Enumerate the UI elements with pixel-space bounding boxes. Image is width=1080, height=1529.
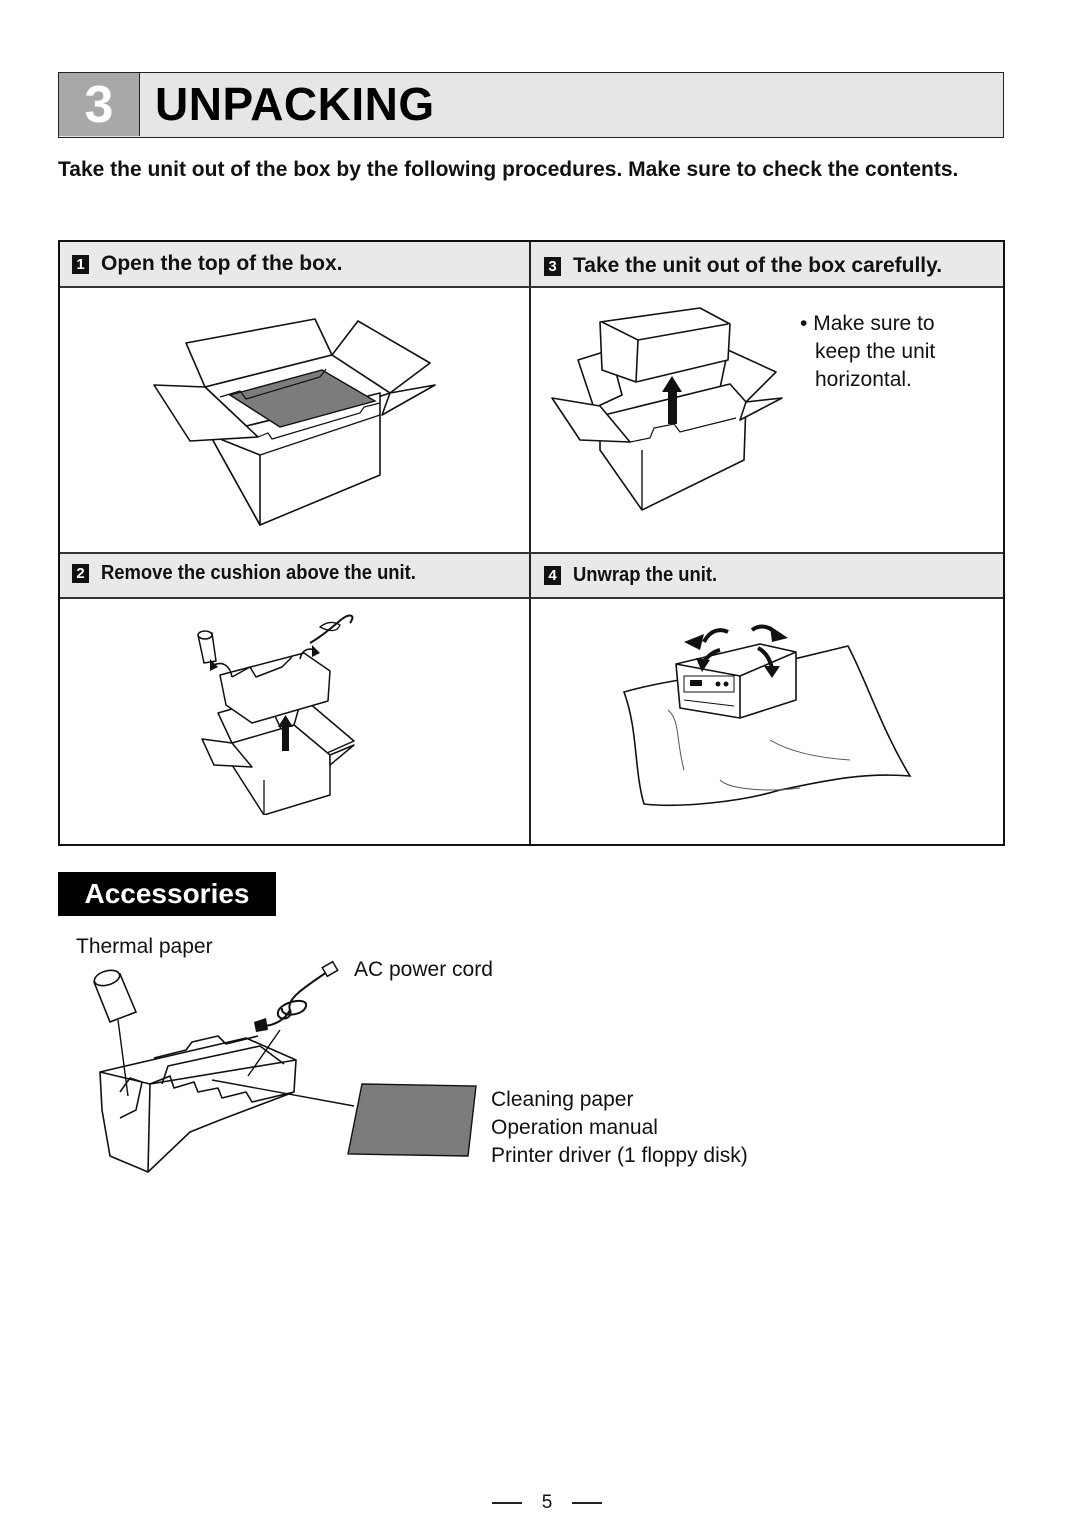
- accessories-title: Accessories: [58, 872, 276, 916]
- section-number: 3: [59, 73, 140, 136]
- intro-text: Take the unit out of the box by the foll…: [58, 158, 959, 181]
- unpacking-steps-grid: 1 Open the top of the box. 3 Take the un…: [58, 240, 1005, 846]
- note-line: horizontal.: [815, 368, 912, 391]
- step-1-header-bar: [60, 242, 529, 286]
- open-box-illustration: [153, 318, 436, 526]
- step-1-number: 1: [72, 254, 89, 274]
- note-line: • Make sure to: [800, 310, 935, 338]
- step-3-note: • Make sure to keep the unit horizontal.: [800, 310, 935, 394]
- printer-driver-label: Printer driver (1 floppy disk): [491, 1144, 748, 1167]
- step-4-label: Unwrap the unit.: [573, 564, 718, 586]
- step-3-heading: 3 Take the unit out of the box carefully…: [544, 254, 942, 278]
- step-4-number: 4: [544, 566, 561, 585]
- section-title: UNPACKING: [155, 78, 435, 130]
- step-2-heading: 2 Remove the cushion above the unit.: [72, 562, 443, 585]
- step-4-heading: 4 Unwrap the unit.: [544, 564, 730, 587]
- ac-power-cord-label: AC power cord: [354, 958, 493, 981]
- section-header: 3 UNPACKING: [58, 72, 1004, 138]
- grid-divider-vertical: [529, 242, 531, 844]
- grid-divider: [60, 286, 1003, 288]
- step-2-label: Remove the cushion above the unit.: [101, 562, 416, 584]
- grid-divider: [60, 597, 1003, 599]
- step-3-number: 3: [544, 256, 561, 276]
- page-number: 5: [492, 1492, 602, 1514]
- thermal-paper-label: Thermal paper: [76, 935, 213, 958]
- remove-cushion-illustration: [197, 614, 355, 815]
- step-2-number: 2: [72, 564, 89, 583]
- dash: [571, 1502, 602, 1504]
- step-3-header-bar: [531, 242, 1003, 286]
- accessories-illustration: [92, 960, 477, 1173]
- note-line: keep the unit: [815, 340, 936, 363]
- step-3-label: Take the unit out of the box carefully.: [573, 254, 943, 277]
- operation-manual-label: Operation manual: [491, 1116, 658, 1139]
- note-text: Make sure to: [813, 312, 935, 335]
- dash: [492, 1502, 522, 1504]
- step-1-heading: 1 Open the top of the box.: [72, 252, 342, 276]
- lift-unit-illustration: [551, 307, 783, 511]
- step-2-header-bar: [60, 553, 529, 597]
- grid-divider: [60, 552, 1003, 554]
- step-1-label: Open the top of the box.: [101, 252, 343, 275]
- page-number-text: 5: [541, 1492, 553, 1513]
- unwrap-unit-illustration: [622, 624, 912, 806]
- step-4-header-bar: [531, 553, 1003, 597]
- bullet: •: [800, 312, 808, 335]
- cleaning-paper-label: Cleaning paper: [491, 1088, 634, 1111]
